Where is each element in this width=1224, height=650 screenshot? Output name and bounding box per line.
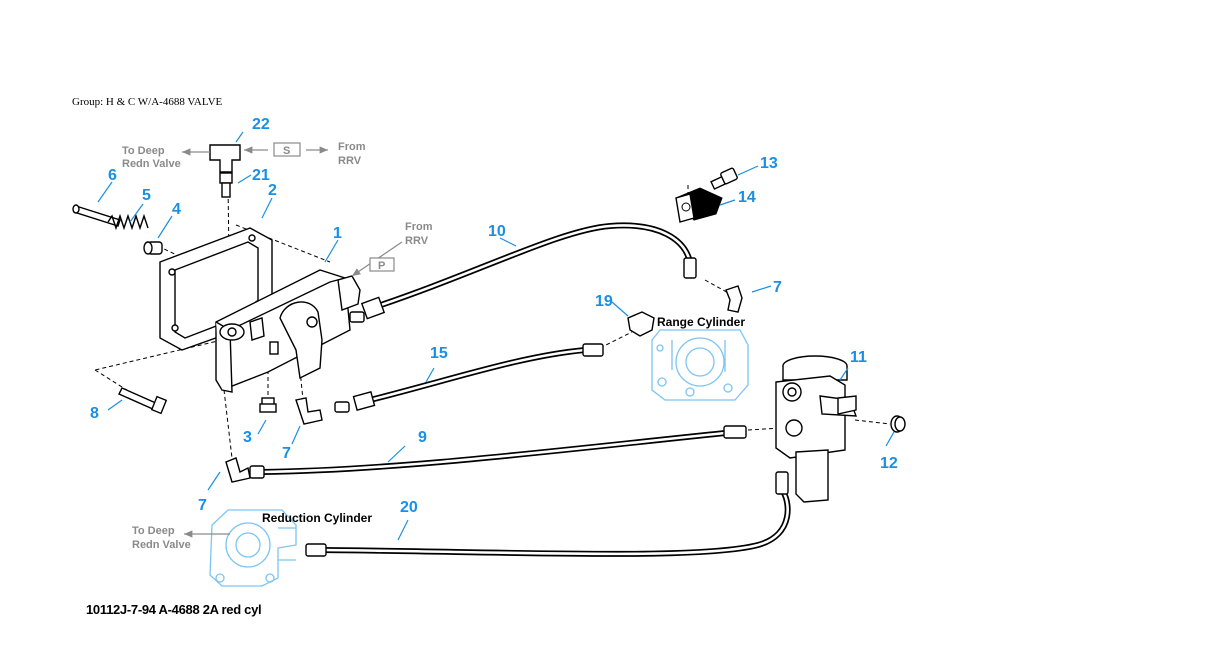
callout-5: 5: [142, 187, 151, 204]
svg-text:Redn Valve: Redn Valve: [122, 158, 181, 170]
reduction-cylinder-ghost: [209, 509, 297, 587]
callout-19: 19: [595, 293, 613, 310]
tee-22: [209, 144, 241, 173]
callout-22: 22: [252, 116, 270, 133]
bolt-8: [118, 387, 168, 415]
svg-text:RRV: RRV: [338, 155, 362, 167]
flow-from-rrv-top: S From RRV: [244, 141, 366, 167]
reduction-cylinder-label: Reduction Cylinder: [262, 511, 372, 525]
callout-15: 15: [430, 345, 448, 362]
elbow-7-lower: [225, 457, 251, 483]
flow-to-deep-top: To Deep Redn Valve: [122, 145, 210, 170]
callout-14: 14: [738, 189, 756, 206]
callout-11: 11: [850, 349, 867, 366]
callout-numbers: 22 21 2 1 4 5 6 8 3 7 7 7 10 19 15 9 20 …: [90, 116, 898, 516]
callout-9: 9: [418, 429, 427, 446]
flow-to-deep-bottom: To Deep Redn Valve: [132, 525, 230, 551]
callout-12: 12: [880, 455, 898, 472]
callout-7-upper: 7: [282, 445, 291, 462]
callout-1: 1: [333, 225, 342, 242]
svg-text:Redn Valve: Redn Valve: [132, 539, 191, 551]
hose-9: [249, 425, 747, 479]
plug-12: [890, 415, 906, 433]
callout-7-lower: 7: [198, 497, 207, 514]
callout-leaders: [97, 131, 895, 541]
spring-5: [107, 213, 149, 231]
callout-20: 20: [400, 499, 418, 516]
callout-4: 4: [172, 201, 181, 218]
svg-text:RRV: RRV: [405, 235, 429, 247]
svg-text:To Deep: To Deep: [122, 145, 165, 157]
svg-text:P: P: [378, 260, 385, 272]
svg-text:From: From: [338, 141, 366, 153]
range-cylinder-label: Range Cylinder: [657, 315, 745, 329]
range-cylinder-ghost: [651, 329, 749, 401]
callout-2: 2: [268, 182, 277, 199]
flow-from-rrv-mid: P From RRV: [351, 221, 433, 277]
elbow-7-right: [725, 285, 743, 313]
bracket-14: [675, 187, 723, 223]
callout-8: 8: [90, 405, 99, 422]
callout-21: 21: [252, 167, 270, 184]
callout-3: 3: [243, 429, 252, 446]
callout-13: 13: [760, 155, 778, 172]
callout-6: 6: [108, 167, 117, 184]
svg-text:S: S: [283, 145, 290, 157]
bolt-13: [710, 167, 738, 190]
callout-7-right: 7: [773, 279, 782, 296]
valve-body-1: [215, 269, 361, 393]
cap-4: [143, 241, 163, 255]
connector-21: [219, 172, 233, 198]
hose-20: [305, 471, 791, 557]
pin-6: [72, 204, 121, 227]
fitting-3: [259, 397, 277, 413]
svg-text:From: From: [405, 221, 433, 233]
elbow-19: [627, 311, 655, 337]
drawing-code: 10112J-7-94 A-4688 2A red cyl: [86, 602, 262, 617]
group-title: Group: H & C W/A-4688 VALVE: [72, 96, 223, 108]
svg-text:To Deep: To Deep: [132, 525, 175, 537]
hose-10: [349, 222, 697, 323]
valve-11: [775, 355, 858, 503]
hose-15: [334, 343, 604, 413]
elbow-7-upper: [295, 397, 323, 425]
callout-10: 10: [488, 223, 506, 240]
